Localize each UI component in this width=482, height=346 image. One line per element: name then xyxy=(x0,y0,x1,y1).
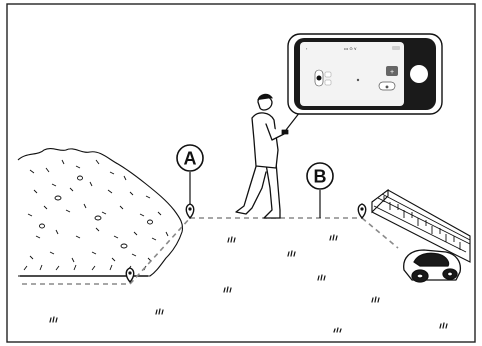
grass-tuft xyxy=(440,323,447,328)
marker-a: A xyxy=(177,145,203,204)
location-pin-icon xyxy=(358,204,366,218)
grass-tuft xyxy=(318,275,325,280)
grass-tuft xyxy=(330,235,337,240)
grass-tuft xyxy=(334,328,341,332)
battery-icon xyxy=(392,46,400,50)
smartphone: ‹ ••• ⊙ ⋎ + ◉ xyxy=(288,34,442,114)
location-pin-icon xyxy=(126,268,134,282)
plus-icon: + xyxy=(390,69,394,76)
robotic-mower xyxy=(404,250,461,282)
status-indicators: ••• ⊙ ⋎ xyxy=(344,46,357,51)
phone-home-button xyxy=(410,65,428,83)
marker-b-label: B xyxy=(314,167,327,187)
bush xyxy=(18,149,183,276)
grass-tuft xyxy=(156,309,163,314)
location-pin-icon xyxy=(186,204,194,218)
grass-tuft xyxy=(224,287,231,292)
grass-tufts xyxy=(50,235,447,332)
grass-tuft xyxy=(228,237,235,242)
map-dot xyxy=(357,79,359,81)
control-button-down[interactable] xyxy=(325,80,331,85)
grass-tuft xyxy=(50,317,57,322)
marker-b: B xyxy=(307,163,333,218)
person xyxy=(236,94,288,218)
grass-tuft xyxy=(288,251,295,256)
joystick-knob[interactable] xyxy=(317,76,322,81)
control-button-up[interactable] xyxy=(325,72,331,77)
record-toggle-label: ◉ xyxy=(385,84,389,89)
mowing-path xyxy=(22,218,398,284)
marker-a-label: A xyxy=(184,149,197,169)
grass-tuft xyxy=(372,297,379,302)
